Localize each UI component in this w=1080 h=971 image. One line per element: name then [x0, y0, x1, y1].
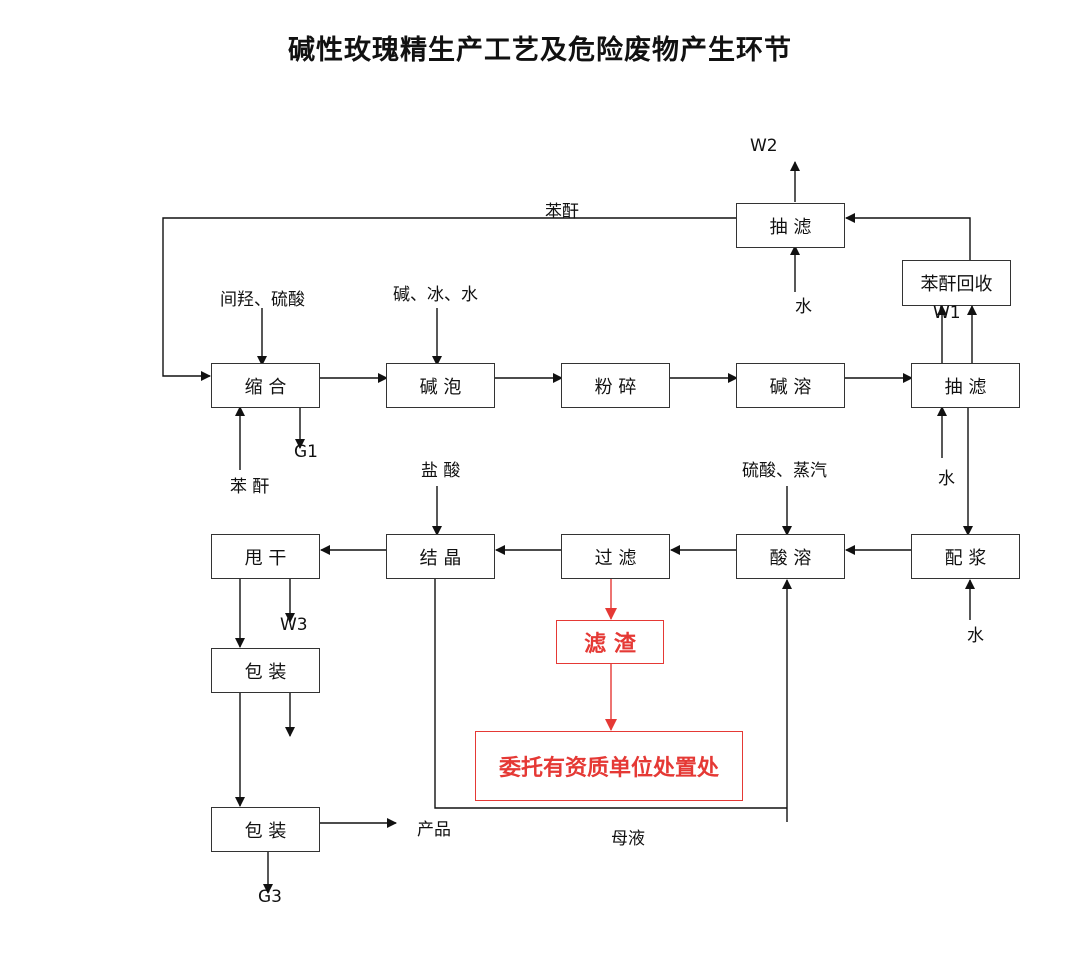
- diagram-title: 碱性玫瑰精生产工艺及危险废物产生环节: [288, 35, 792, 66]
- arrow-huishou-choulv-top: [845, 213, 971, 260]
- box-suanrong: 酸 溶: [736, 534, 845, 579]
- label-jian-bing-shui: 碱、冰、水: [393, 285, 478, 305]
- box-baozhuang2: 包 装: [211, 807, 320, 852]
- box-peijiang: 配 浆: [911, 534, 1020, 579]
- label-ben-gan: 苯 酐: [230, 477, 270, 497]
- box-fensui: 粉 碎: [561, 363, 670, 408]
- label-yansuan: 盐 酸: [421, 461, 461, 481]
- label-w3: W3: [280, 615, 308, 635]
- box-jianpao: 碱 泡: [386, 363, 495, 408]
- box-choulv-top: 抽 滤: [736, 203, 845, 248]
- box-baozhuang1: 包 装: [211, 648, 320, 693]
- arrow-bengan-return: [162, 217, 737, 381]
- box-guolv: 过 滤: [561, 534, 670, 579]
- box-choulv: 抽 滤: [911, 363, 1020, 408]
- label-shui-mid: 水: [938, 469, 955, 489]
- label-bengan-top: 苯酐: [545, 202, 579, 222]
- line-muye: [434, 579, 787, 809]
- box-shuaigan: 甩 干: [211, 534, 320, 579]
- label-g1: G1: [294, 442, 318, 462]
- label-chanpin: 产品: [417, 820, 451, 840]
- label-w1: W1: [933, 303, 961, 323]
- box-benganhuishou: 苯酐回收: [902, 260, 1011, 306]
- box-lvzha: 滤 渣: [556, 620, 664, 664]
- box-jianrong: 碱 溶: [736, 363, 845, 408]
- label-shui-peijiang: 水: [967, 626, 984, 646]
- label-muye: 母液: [611, 829, 645, 849]
- label-liusuan-zhengqi: 硫酸、蒸汽: [742, 461, 827, 481]
- label-shui-top: 水: [795, 297, 812, 317]
- box-weituo: 委托有资质单位处置处: [475, 731, 743, 801]
- label-g3: G3: [258, 887, 282, 907]
- box-jiejing: 结 晶: [386, 534, 495, 579]
- box-suohe: 缩 合: [211, 363, 320, 408]
- label-w2: W2: [750, 136, 778, 156]
- label-jianqiang-liusuan: 间羟、硫酸: [220, 290, 305, 310]
